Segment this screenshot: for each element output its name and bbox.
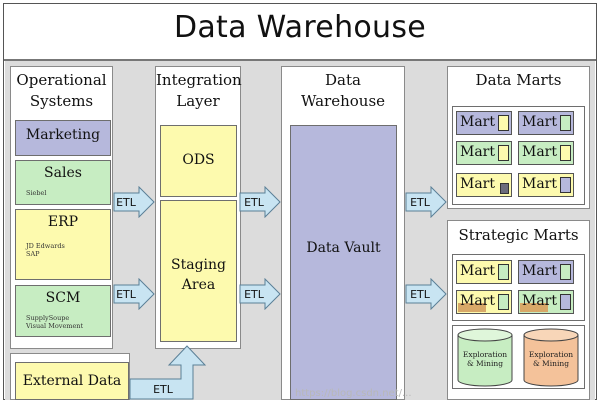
exploration-group [452, 325, 585, 389]
mart-label: Mart [522, 144, 557, 160]
warehouse-title-line2: Warehouse [300, 92, 386, 110]
external-data-label: External Data [22, 373, 122, 389]
erp-detail-2: SAP [26, 250, 40, 258]
data-vault-box: Data Vault [290, 125, 397, 400]
strategic-marts-title: Strategic Marts [458, 226, 579, 244]
etl-label: ETL [244, 288, 265, 301]
mart-label: Mart [522, 176, 557, 192]
data-vault-label: Data Vault [306, 240, 381, 256]
staging-area-box: Staging Area [160, 200, 237, 342]
etl-arrow-icon: ETL [405, 278, 447, 310]
sales-box: Sales Siebel [15, 160, 111, 205]
scm-label: SCM [45, 290, 81, 306]
etl-arrow-icon: ETL [405, 186, 447, 218]
mart-box: Mart [518, 260, 574, 284]
etl-arrow-icon: ETL [113, 186, 155, 218]
mart-indicator [498, 145, 509, 161]
staging-label-line1: Staging [171, 257, 226, 273]
marketing-label: Marketing [25, 127, 101, 143]
data-marts-group [452, 106, 585, 205]
mart-box: Mart [518, 111, 574, 135]
exploration-label-1b: & Mining [467, 359, 503, 368]
mart-indicator [498, 264, 509, 280]
etl-label: ETL [244, 196, 265, 209]
scm-box: SCM SupplySoupe Visual Movement [15, 285, 111, 337]
sales-label: Sales [44, 165, 82, 181]
etl-label: ETL [116, 288, 137, 301]
exploration-label-2a: Exploration [529, 350, 573, 359]
mart-label: Mart [460, 263, 495, 279]
mart-indicator [560, 294, 571, 310]
staging-label-line2: Area [181, 277, 216, 293]
etl-label: ETL [410, 196, 431, 209]
mart-label: Mart [522, 263, 557, 279]
mart-box: Mart [518, 141, 574, 165]
mart-label: Mart [460, 114, 495, 130]
etl-arrow-icon: ETL [239, 278, 281, 310]
mart-fill-segment [520, 303, 549, 312]
erp-box: ERP JD Edwards SAP [15, 209, 111, 280]
mart-indicator [500, 183, 509, 194]
etl-arrow-icon: ETL [239, 186, 281, 218]
diagram-title: Data Warehouse [173, 10, 427, 45]
database-cylinder-icon: Exploration & Mining [457, 328, 513, 387]
mart-indicator [560, 177, 571, 193]
integration-title-line1: Integration [156, 71, 242, 89]
scm-detail-1: SupplySoupe [26, 314, 70, 322]
data-marts-title: Data Marts [475, 71, 562, 89]
erp-detail-1: JD Edwards [26, 242, 65, 250]
mart-indicator [560, 145, 571, 161]
mart-indicator [498, 294, 509, 310]
mart-box: Mart [456, 290, 512, 314]
integration-title-line2: Layer [176, 92, 220, 110]
exploration-cylinders: Exploration & Mining Exploration & Minin… [457, 328, 579, 387]
mart-box: Mart [518, 290, 574, 314]
operational-title-line2: Systems [29, 92, 94, 110]
warehouse-title-line1: Data [325, 71, 361, 89]
etl-arrow-icon: ETL [113, 278, 155, 310]
exploration-label-1a: Exploration [463, 350, 507, 359]
ods-box: ODS [160, 125, 237, 197]
mart-indicator [498, 115, 509, 131]
sales-detail: Siebel [26, 189, 47, 197]
mart-label: Mart [460, 293, 495, 309]
mart-box: Mart [456, 111, 512, 135]
etl-label: ETL [153, 383, 174, 396]
marketing-box: Marketing [15, 120, 111, 156]
etl-label: ETL [116, 196, 137, 209]
external-data-box: External Data [15, 362, 129, 400]
mart-box: Mart [456, 141, 512, 165]
mart-fill-segment [458, 303, 487, 312]
mart-label: Mart [522, 114, 557, 130]
erp-label: ERP [47, 214, 79, 230]
etl-elbow-arrow-icon: ETL [129, 345, 207, 400]
exploration-label-2b: & Mining [533, 359, 569, 368]
mart-box: Mart [518, 173, 574, 197]
etl-label: ETL [410, 288, 431, 301]
title-divider [4, 59, 596, 61]
ods-label: ODS [182, 152, 215, 168]
operational-title-line1: Operational [16, 71, 107, 89]
scm-detail-2: Visual Movement [26, 322, 84, 330]
strategic-marts-group [452, 254, 585, 321]
mart-box: Mart [456, 173, 512, 197]
database-cylinder-icon: Exploration & Mining [523, 328, 579, 387]
mart-indicator [560, 264, 571, 280]
mart-label: Mart [522, 293, 557, 309]
mart-box: Mart [456, 260, 512, 284]
watermark: https://blog.csdn.net/... [295, 388, 412, 399]
mart-indicator [560, 115, 571, 131]
mart-label: Mart [460, 176, 495, 192]
mart-label: Mart [460, 144, 495, 160]
